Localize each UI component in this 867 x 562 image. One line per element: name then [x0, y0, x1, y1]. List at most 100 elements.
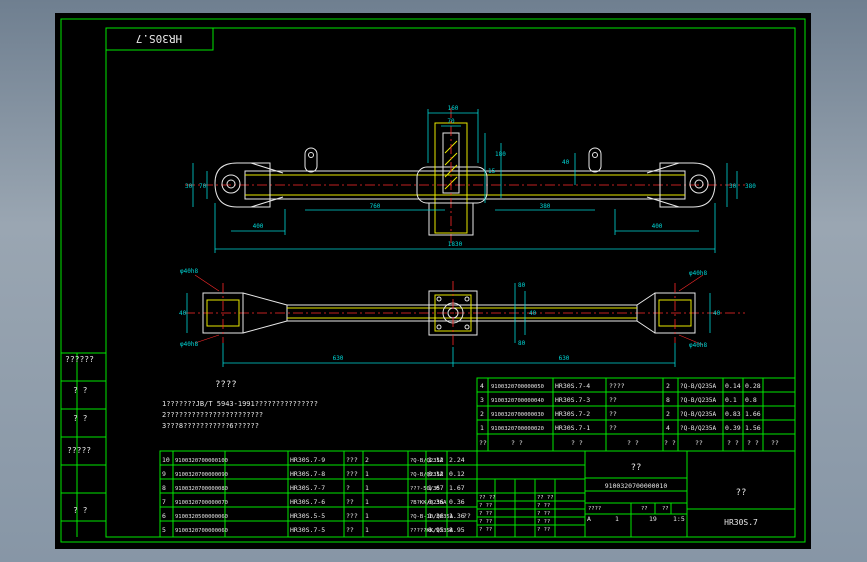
part-material: ?Q-B/Q235A [680, 425, 717, 432]
part-desc: ?? [609, 410, 617, 418]
dimension-label: 30 [185, 183, 193, 190]
part-mat: ?Q-B/Q235A [410, 458, 444, 464]
part-qty: 4 [666, 424, 670, 432]
sheet-cell: 1 [615, 515, 619, 523]
dimension-label: 70 [447, 118, 455, 125]
table-header: ? ? [511, 439, 523, 447]
sheet-cell: 1:5 [673, 515, 685, 523]
dimension-label: 80 [518, 340, 526, 347]
part-name: HR30S.7-5 [290, 526, 325, 534]
part-qty: 1 [365, 470, 369, 478]
side-label: ? ? [73, 414, 88, 423]
part-desc: ??? [346, 470, 358, 478]
part-no: 10 [162, 456, 170, 464]
part-total: 1.36 [449, 512, 465, 520]
technical-notes: ???? 1???????JB/T 5943-1991?????????????… [162, 380, 318, 430]
mirrored-drawing-code: HR30S.7 [136, 32, 182, 45]
dimension-label: 40 [179, 310, 187, 317]
title-block: ?? 9100320700000010 ?? HR30S.7 A 1 19 1:… [476, 450, 796, 538]
title-label: ? ?? [479, 519, 492, 525]
table-header: ? ? [747, 439, 759, 447]
title-label: ?? ?? [537, 495, 554, 501]
part-total: 1.67 [449, 484, 465, 492]
part-desc: ??? [346, 512, 358, 520]
side-label: ?????? [65, 355, 94, 364]
part-mat: ?????KK/Q235A [410, 528, 454, 534]
part-qty: 8 [666, 396, 670, 404]
part-name: HR30S.5-5 [290, 512, 325, 520]
part-code: 9100320700000060 [175, 528, 228, 534]
part-total: 8.95 [449, 526, 465, 534]
dimension-label: φ40h8 [689, 342, 707, 349]
part-material: ?Q-B/Q235A [680, 397, 717, 404]
part-desc: ?? [346, 498, 354, 506]
dimension-label: 40 [562, 159, 570, 166]
part-no: 1 [480, 424, 484, 432]
side-label: ? ? [73, 386, 88, 395]
part-unit: 8.95 [428, 526, 444, 534]
notes-title: ???? [215, 380, 237, 390]
title-label: ? ?? [537, 503, 550, 509]
sheet-cell: A [587, 515, 591, 523]
dimension-label: φ40h8 [689, 270, 707, 277]
part-code: 9100320700000070 [175, 500, 228, 506]
part-no: 5 [162, 526, 166, 534]
part-note: ?? [463, 512, 471, 520]
part-qty: 2 [666, 382, 670, 390]
part-name: HR30S.7-1 [555, 424, 590, 432]
part-desc: ?? [346, 526, 354, 534]
note-line: 1???????JB/T 5943-1991??????????????? [162, 400, 318, 408]
part-mat: ?Q-B/Q235A [410, 472, 444, 478]
part-unit-weight: 0.83 [725, 410, 741, 418]
assembly-code: 9100320700000010 [605, 482, 668, 490]
drawing-sheet: HR30S.7 ?????? ? ? ? ? ????? ? ? [55, 13, 811, 549]
part-code: 9100320700000050 [491, 384, 544, 390]
part-unit: 1.36 [428, 512, 444, 520]
table-header: ? ? [627, 439, 639, 447]
part-unit: 0.36 [428, 498, 444, 506]
dimension-label: 380 [745, 183, 756, 190]
dimension-label: 40 [529, 310, 537, 317]
parts-list-upper: 4 9100320700000050 HR30S.7-4 ???? 2 ?Q-B… [476, 377, 796, 452]
part-mat: ?B?KK/Q235A [410, 500, 447, 506]
front-view: 160 70 180 40 30 70 760 15 30 400 380 40… [185, 105, 756, 253]
table-header: ? ? [727, 439, 739, 447]
dimension-label: 70 [199, 183, 207, 190]
dimension-label: φ40h8 [180, 268, 198, 275]
dimension-label: 400 [253, 223, 264, 230]
title-label: ? ?? [479, 527, 492, 533]
part-no: 2 [480, 410, 484, 418]
table-header: ?? [771, 439, 779, 447]
part-no: 9 [162, 470, 166, 478]
part-mat: ???-50/35 [410, 486, 440, 492]
part-unit-weight: 0.14 [725, 382, 741, 390]
table-header: ?? [479, 439, 487, 447]
part-unit: 1.12 [428, 456, 444, 464]
top-view: φ40h8 φ40h8 φ40h8 φ40h8 40 40 80 80 40 6… [179, 268, 745, 367]
part-name: HR30S.7-4 [555, 382, 590, 390]
part-qty: 2 [365, 456, 369, 464]
drawing-number: HR30S.7 [724, 518, 758, 527]
code-box [105, 27, 214, 51]
part-total-weight: 1.66 [745, 410, 761, 418]
table-header: ? ? [664, 439, 676, 447]
part-name: HR30S.7-7 [290, 484, 325, 492]
part-total-weight: 0.28 [745, 382, 761, 390]
part-no: 6 [162, 512, 166, 520]
table-header: ? ? [571, 439, 583, 447]
part-name: HR30S.7-6 [290, 498, 325, 506]
part-desc: ??? [346, 456, 358, 464]
title-label: ???? [588, 506, 601, 512]
dimension-label: 1830 [448, 241, 463, 248]
sheet-cell: 19 [649, 515, 657, 523]
part-desc: ? [346, 484, 350, 492]
part-qty: 2 [666, 410, 670, 418]
part-total: 0.12 [449, 470, 465, 478]
dimension-label: 180 [495, 151, 506, 158]
title-label: ? ?? [479, 511, 492, 517]
side-label-column: ?????? ? ? ? ? ????? ? ? [61, 352, 106, 537]
dimension-label: 80 [518, 282, 526, 289]
part-unit-weight: 0.1 [725, 396, 737, 404]
part-no: 8 [162, 484, 166, 492]
